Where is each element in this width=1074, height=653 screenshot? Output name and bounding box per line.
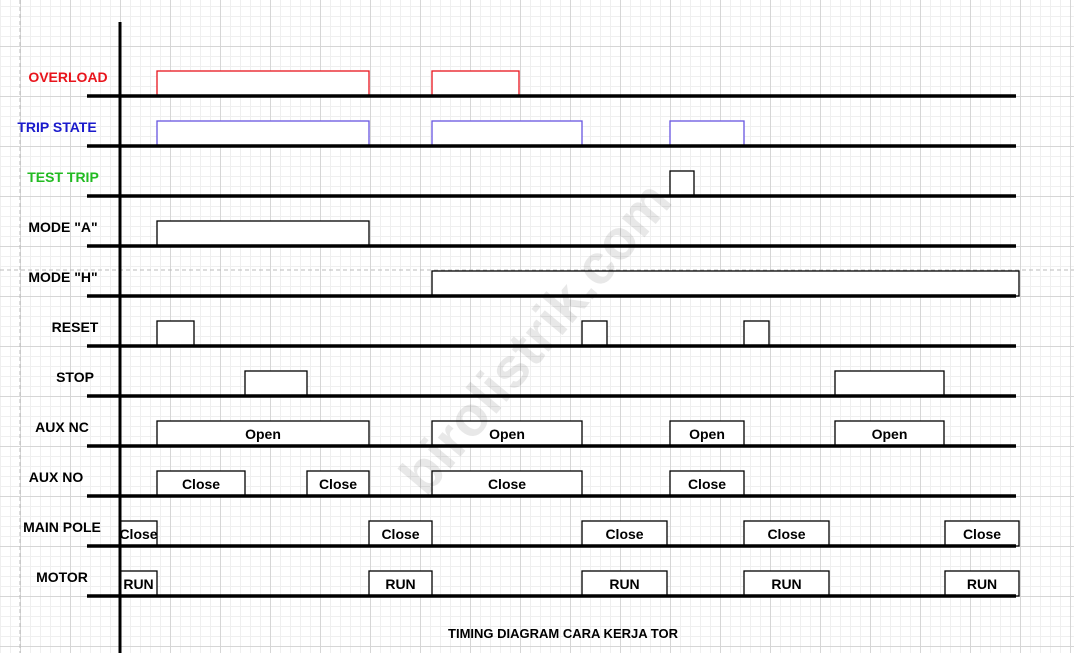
signal-label: MOTOR	[36, 569, 88, 585]
diagram-title: TIMING DIAGRAM CARA KERJA TOR	[448, 626, 679, 641]
signal-row: STOP	[56, 369, 1016, 398]
pulse-label: Close	[319, 476, 357, 492]
signal-pulse	[944, 520, 1020, 547]
pulse-label: RUN	[771, 576, 801, 592]
signal-row: MAIN POLE Close Close Close Close Close	[23, 519, 1020, 548]
pulse-label: RUN	[967, 576, 997, 592]
signal-pulse	[431, 420, 583, 447]
signal-row: MOTOR RUN RUN RUN RUN RUN	[36, 569, 1020, 598]
signal-label: TEST TRIP	[27, 169, 99, 185]
signal-pulse	[834, 370, 945, 397]
signal-pulse	[244, 370, 308, 397]
pulse-label: Close	[605, 526, 643, 542]
signal-pulse	[669, 470, 745, 497]
signal-row: AUX NC Open Open Open Open	[35, 419, 1016, 448]
signal-pulse	[431, 470, 583, 497]
pulse-label: Close	[963, 526, 1001, 542]
pulse-label: Close	[488, 476, 526, 492]
signal-row: TEST TRIP	[27, 169, 1016, 198]
signal-row: TRIP STATE	[17, 119, 1016, 148]
signal-row: MODE "H"	[28, 269, 1020, 298]
watermark: birolistrik.com	[387, 169, 683, 505]
signal-label: AUX NC	[35, 419, 89, 435]
signal-label: OVERLOAD	[28, 69, 107, 85]
signal-label: MODE "A"	[28, 219, 97, 235]
signal-pulse	[156, 70, 370, 97]
signal-pulse	[669, 120, 745, 147]
signal-pulse	[431, 270, 1020, 297]
pulse-label: Open	[872, 426, 908, 442]
signal-label: MODE "H"	[28, 269, 97, 285]
signal-pulse	[581, 520, 668, 547]
signal-pulse	[743, 320, 770, 347]
signal-pulse	[669, 420, 745, 447]
pulse-label: RUN	[385, 576, 415, 592]
pulse-label: Close	[381, 526, 419, 542]
signal-pulse	[156, 420, 370, 447]
signal-pulse	[368, 520, 433, 547]
pulse-label: Close	[767, 526, 805, 542]
signal-pulse	[669, 170, 695, 197]
pulse-label: Open	[489, 426, 525, 442]
pulse-label: Close	[119, 526, 157, 542]
signal-pulse	[581, 570, 668, 597]
signal-row: MODE "A"	[28, 219, 1016, 248]
signal-pulse	[431, 120, 583, 147]
signal-pulse	[119, 520, 158, 547]
signal-row: AUX NO Close Close Close Close	[29, 469, 1016, 498]
signal-row: RESET	[52, 319, 1016, 348]
pulse-label: Close	[182, 476, 220, 492]
pulse-label: RUN	[609, 576, 639, 592]
signal-pulse	[156, 470, 246, 497]
signal-pulse	[834, 420, 945, 447]
pulse-label: Open	[245, 426, 281, 442]
signal-pulse	[581, 320, 608, 347]
signal-label: RESET	[52, 319, 99, 335]
signal-pulse	[156, 320, 195, 347]
pulse-label: Close	[688, 476, 726, 492]
signal-pulse	[156, 220, 370, 247]
signal-row: OVERLOAD	[28, 69, 1016, 98]
signal-label: MAIN POLE	[23, 519, 101, 535]
signal-label: STOP	[56, 369, 94, 385]
signal-pulse	[156, 120, 370, 147]
signal-pulse	[431, 70, 520, 97]
signal-label: TRIP STATE	[17, 119, 96, 135]
pulse-label: Open	[689, 426, 725, 442]
signal-label: AUX NO	[29, 469, 84, 485]
pulse-label: RUN	[123, 576, 153, 592]
signal-pulse	[743, 520, 830, 547]
